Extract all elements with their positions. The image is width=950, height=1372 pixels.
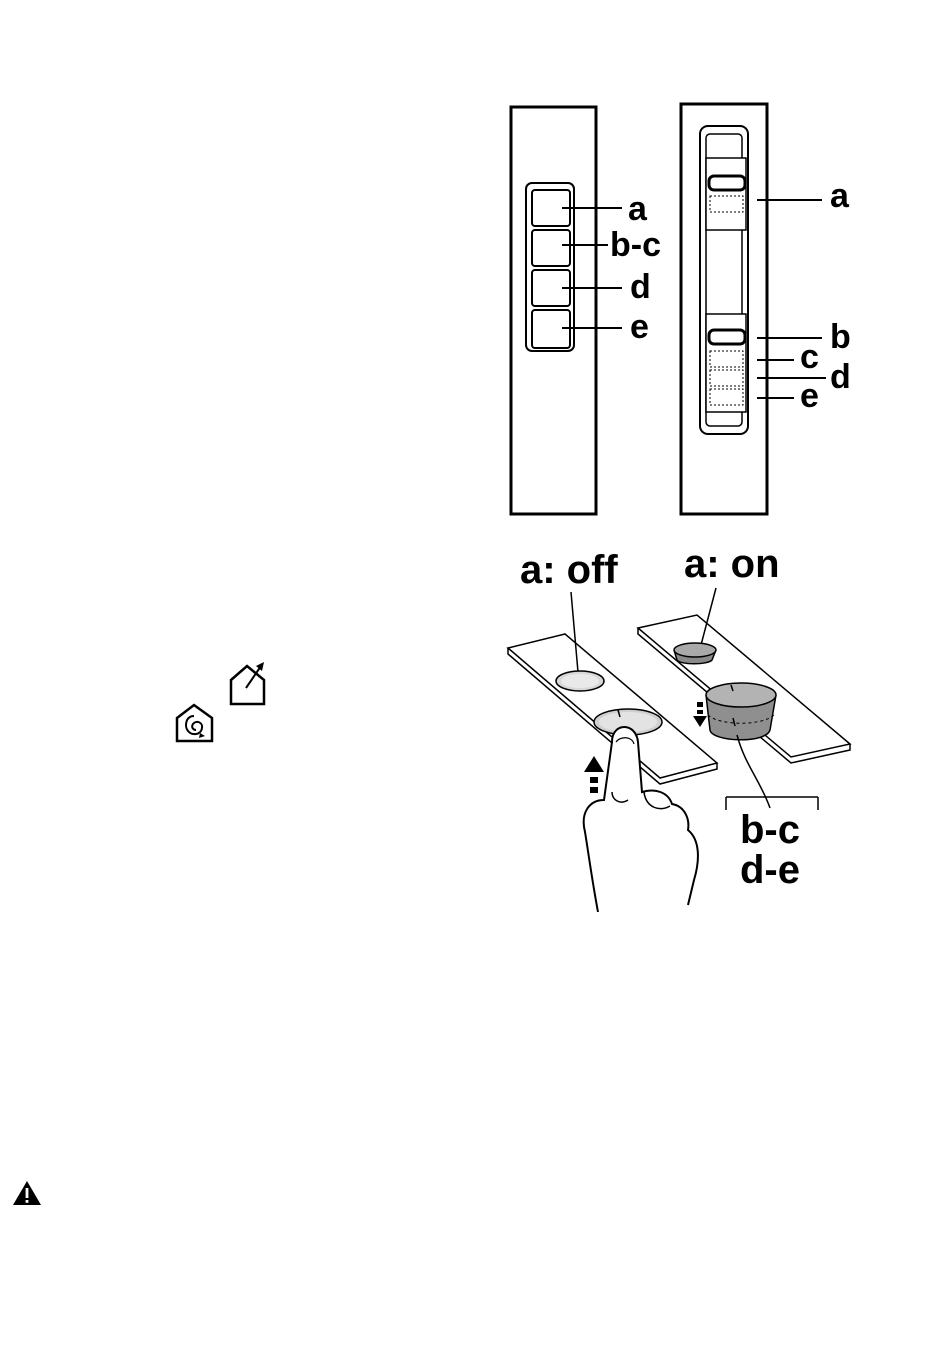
group-label-line1: b-c xyxy=(740,808,800,852)
group-label-line2: d-e xyxy=(740,848,800,892)
label-e: e xyxy=(800,377,819,415)
label-b: b xyxy=(830,318,851,356)
slider-a-knob xyxy=(709,176,745,190)
label-c: c xyxy=(800,338,819,376)
label-a: a xyxy=(830,177,850,215)
house-extraction-icon xyxy=(228,660,270,708)
warning-icon xyxy=(12,1180,42,1206)
label-e: e xyxy=(630,308,649,346)
house-recirculation-icon xyxy=(174,702,216,744)
label-d: d xyxy=(630,268,651,306)
slider-speed-knob xyxy=(709,330,745,344)
label-d: d xyxy=(830,358,851,396)
label-b-c: b-c xyxy=(610,226,661,264)
label-a: a xyxy=(628,190,648,228)
off-label: a: off xyxy=(520,548,618,592)
button-b-c xyxy=(532,230,570,266)
on-label: a: on xyxy=(684,542,780,586)
